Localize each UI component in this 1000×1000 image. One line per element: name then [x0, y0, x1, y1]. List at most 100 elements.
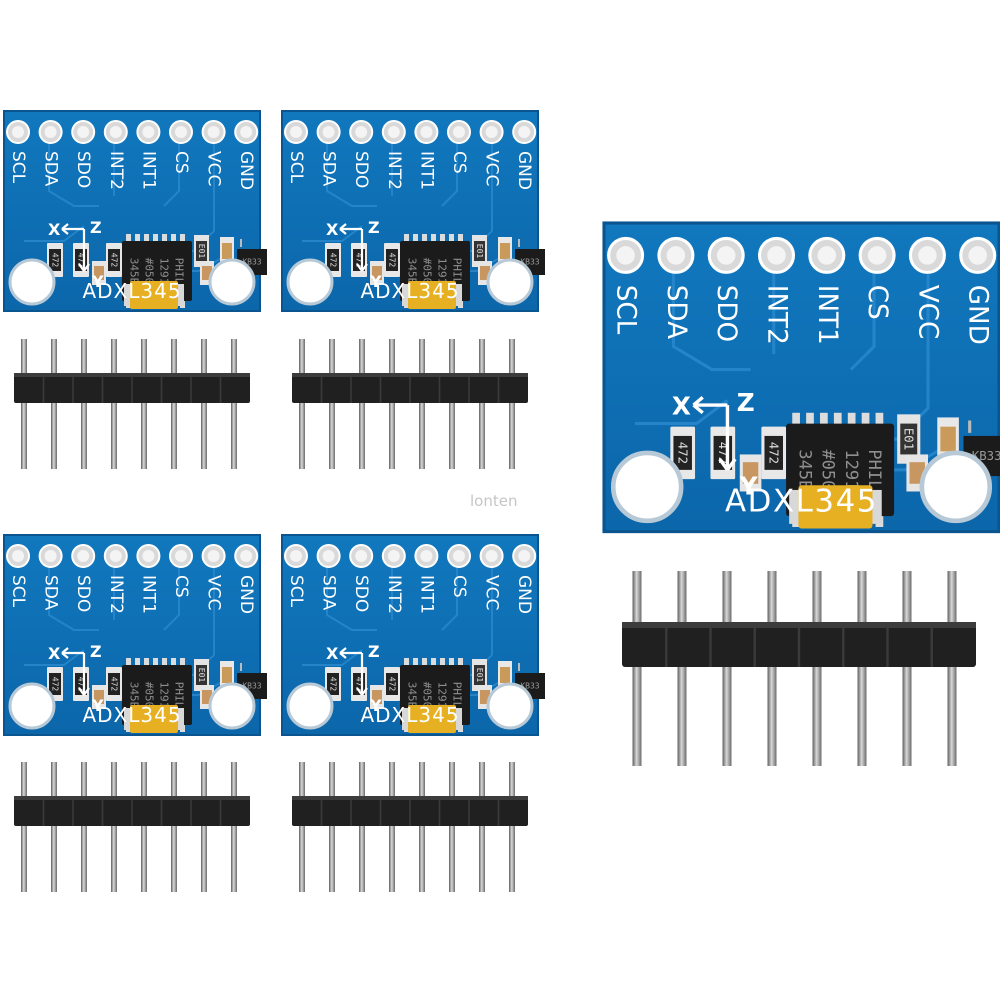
- header-pin: [767, 571, 777, 766]
- header-pin: [51, 762, 57, 892]
- regulator-lead: [518, 239, 520, 247]
- pin-label: SDO: [73, 151, 93, 188]
- header-pin: [51, 339, 57, 469]
- header-pin: [389, 762, 395, 892]
- chip-lead: [861, 412, 870, 426]
- pin-label: VCC: [482, 575, 502, 610]
- chip-marking: PHIL: [451, 258, 464, 285]
- pin-hole: [207, 126, 220, 138]
- header-pin: [359, 339, 365, 469]
- pin-header: [622, 571, 976, 766]
- axis-z-label: Z: [737, 388, 755, 417]
- capacitor-body: [742, 462, 759, 484]
- trace: [24, 649, 85, 666]
- resistor-code: 472: [388, 253, 397, 268]
- pin-hole: [109, 550, 122, 562]
- header-divider: [72, 796, 74, 826]
- capacitor-code: E01: [197, 668, 206, 683]
- capacitor-body: [940, 426, 956, 452]
- trace: [24, 225, 85, 242]
- resistor-body: [673, 435, 692, 470]
- header-pin: [111, 762, 117, 892]
- tantalum-capacitor: [130, 281, 178, 309]
- capacitor-body: [372, 266, 382, 280]
- capacitor-body: [372, 690, 382, 704]
- capacitor-body: [480, 266, 490, 280]
- chip-marking: #050: [143, 682, 156, 709]
- chip-lead: [180, 234, 185, 242]
- pin-label: INT1: [416, 575, 436, 614]
- chip-lead: [792, 412, 800, 426]
- header-divider: [350, 373, 352, 403]
- axis-arrows-icon: [339, 223, 368, 272]
- pin-hole: [44, 126, 57, 138]
- chip-marking: PHIL: [864, 449, 884, 490]
- pin-hole: [817, 246, 837, 265]
- header-divider: [379, 796, 382, 826]
- pin-label: SDO: [711, 285, 741, 342]
- resistor-code: 472: [51, 253, 60, 268]
- capacitor-body: [202, 690, 212, 704]
- axis-z-label: Z: [368, 218, 380, 237]
- pin-hole: [175, 126, 187, 138]
- pin-label: SCL: [611, 285, 641, 335]
- pin-label: CS: [449, 151, 469, 174]
- resistor-code: 472: [77, 253, 86, 268]
- header-pin: [21, 339, 27, 469]
- pin-label: SDO: [73, 575, 93, 612]
- chip-lead: [440, 658, 445, 666]
- chip-lead: [162, 234, 167, 242]
- header-pin: [111, 339, 117, 469]
- axis-y-label: Y: [91, 696, 104, 715]
- chip-lead: [180, 658, 185, 666]
- pin-hole: [387, 126, 400, 138]
- pin-label: SCL: [8, 575, 28, 608]
- capacitor-body: [196, 241, 207, 261]
- pin-hole: [175, 550, 187, 562]
- regulator-lead: [518, 663, 520, 671]
- regulator-lead: [240, 239, 242, 247]
- header-divider: [797, 622, 801, 667]
- resistor-code: 472: [388, 677, 397, 692]
- resistor-code: 472: [329, 253, 338, 268]
- capacitor-body: [222, 243, 232, 259]
- header-divider: [930, 622, 933, 667]
- chip-marking: #050: [421, 258, 434, 285]
- header-pin: [419, 762, 425, 892]
- header-pin: [231, 339, 237, 469]
- chip-lead: [162, 658, 167, 666]
- mounting-hole: [8, 682, 56, 730]
- pin-hole: [485, 550, 498, 562]
- board-title: ADXL345: [360, 279, 459, 303]
- pin-hole: [290, 550, 302, 562]
- pin-hole: [453, 550, 465, 562]
- chip-marking: 1291: [158, 682, 171, 709]
- header-pin: [171, 762, 177, 892]
- header-pin: [677, 571, 687, 766]
- header-pin: [632, 571, 642, 766]
- pin-label: INT2: [106, 575, 126, 614]
- resistor-body: [108, 673, 120, 695]
- header-divider: [320, 796, 323, 826]
- regulator-code: KB33: [242, 258, 261, 267]
- pin-label: INT1: [138, 151, 158, 190]
- header-divider: [409, 373, 411, 403]
- mounting-hole: [208, 258, 256, 306]
- header-divider: [753, 622, 756, 667]
- pin-hole: [44, 550, 57, 562]
- mounting-hole: [208, 682, 256, 730]
- header-divider: [131, 373, 133, 403]
- board-title: ADXL345: [360, 703, 459, 727]
- pin-label: SCL: [8, 151, 28, 184]
- pin-label: GND: [236, 151, 256, 190]
- pin-label: INT2: [106, 151, 126, 190]
- capacitor-body: [900, 423, 918, 455]
- header-pin: [947, 571, 957, 766]
- pin-hole: [518, 126, 531, 138]
- resistor-body: [327, 249, 339, 271]
- header-pin: [201, 339, 207, 469]
- pin-hole: [12, 126, 24, 138]
- trace: [326, 565, 377, 631]
- regulator-code: KB33: [520, 258, 539, 267]
